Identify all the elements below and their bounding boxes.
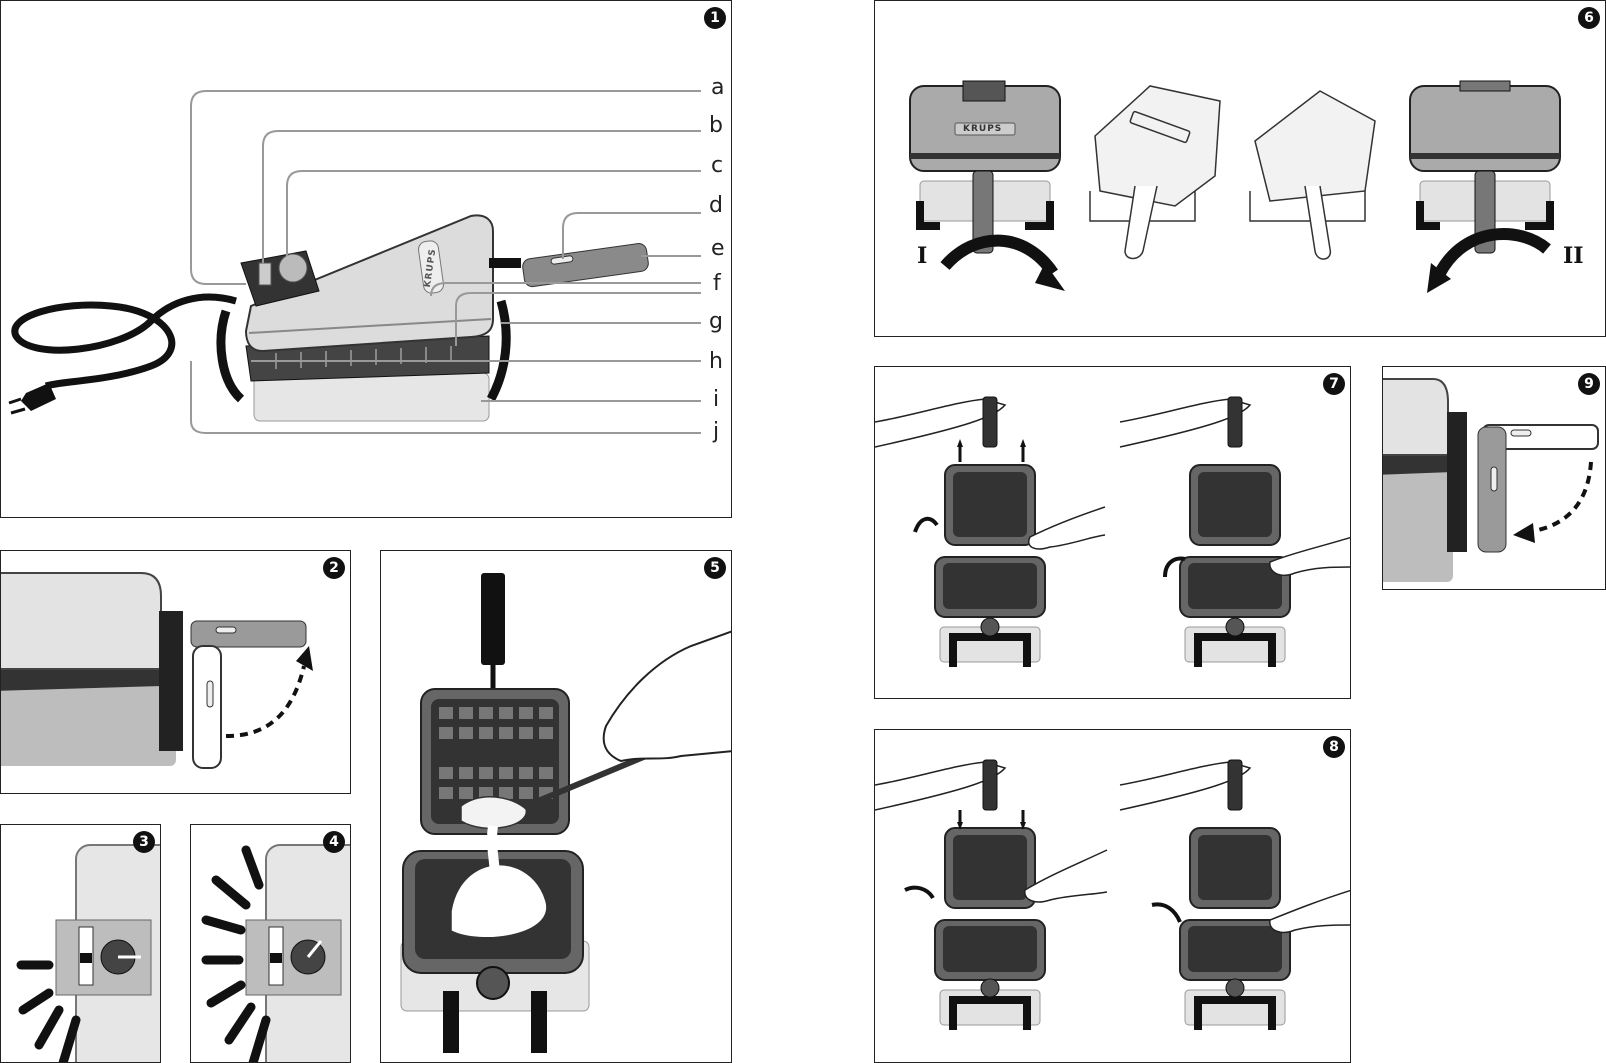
panel-4-thermostat-high: 4 — [190, 824, 351, 1063]
rotation-step-label-right: II — [1563, 243, 1584, 269]
thermostat-dial-illustration — [1, 825, 161, 1063]
handle-unfold-illustration — [1, 551, 351, 794]
panel-7-open-lid: 7 — [874, 366, 1351, 699]
step-number-badge: 3 — [133, 831, 155, 853]
part-label-j: j — [713, 419, 719, 444]
waffle-maker-illustration — [1, 1, 732, 518]
panel-8-close-lid: 8 — [874, 729, 1351, 1063]
step-number-badge: 5 — [704, 557, 726, 579]
panel-9-handle-fold: 9 — [1382, 366, 1606, 590]
part-label-b: b — [709, 113, 723, 138]
part-label-f: f — [713, 271, 721, 296]
part-label-g: g — [709, 309, 723, 334]
part-label-e: e — [711, 236, 725, 261]
step-number-badge: 8 — [1323, 736, 1345, 758]
close-lid-illustration — [875, 730, 1351, 1063]
panel-1-parts-overview: 1 KRUPS a b c d e f g h i j — [0, 0, 732, 518]
step-number-badge: 6 — [1578, 7, 1600, 29]
panel-6-rotate-unit: 6 KRUPS I II — [874, 0, 1606, 337]
part-label-i: i — [713, 387, 719, 412]
panel-5-pour-batter: 5 — [380, 550, 732, 1063]
brand-logo-text: KRUPS — [963, 124, 1002, 134]
handle-fold-illustration — [1383, 367, 1606, 590]
part-label-c: c — [711, 153, 723, 178]
thermostat-dial-illustration — [191, 825, 351, 1063]
open-lid-illustration — [875, 367, 1351, 699]
step-number-badge: 4 — [323, 831, 345, 853]
rotation-step-label-left: I — [917, 243, 927, 269]
part-label-a: a — [711, 75, 724, 100]
step-number-badge: 7 — [1323, 373, 1345, 395]
pour-batter-illustration — [381, 551, 732, 1063]
step-number-badge: 2 — [323, 557, 345, 579]
step-number-badge: 9 — [1578, 373, 1600, 395]
step-number-badge: 1 — [704, 7, 726, 29]
rotate-unit-illustration — [875, 1, 1606, 337]
panel-2-handle-unfold: 2 — [0, 550, 351, 794]
part-label-h: h — [709, 349, 723, 374]
panel-3-thermostat-low: 3 — [0, 824, 161, 1063]
part-label-d: d — [709, 193, 723, 218]
